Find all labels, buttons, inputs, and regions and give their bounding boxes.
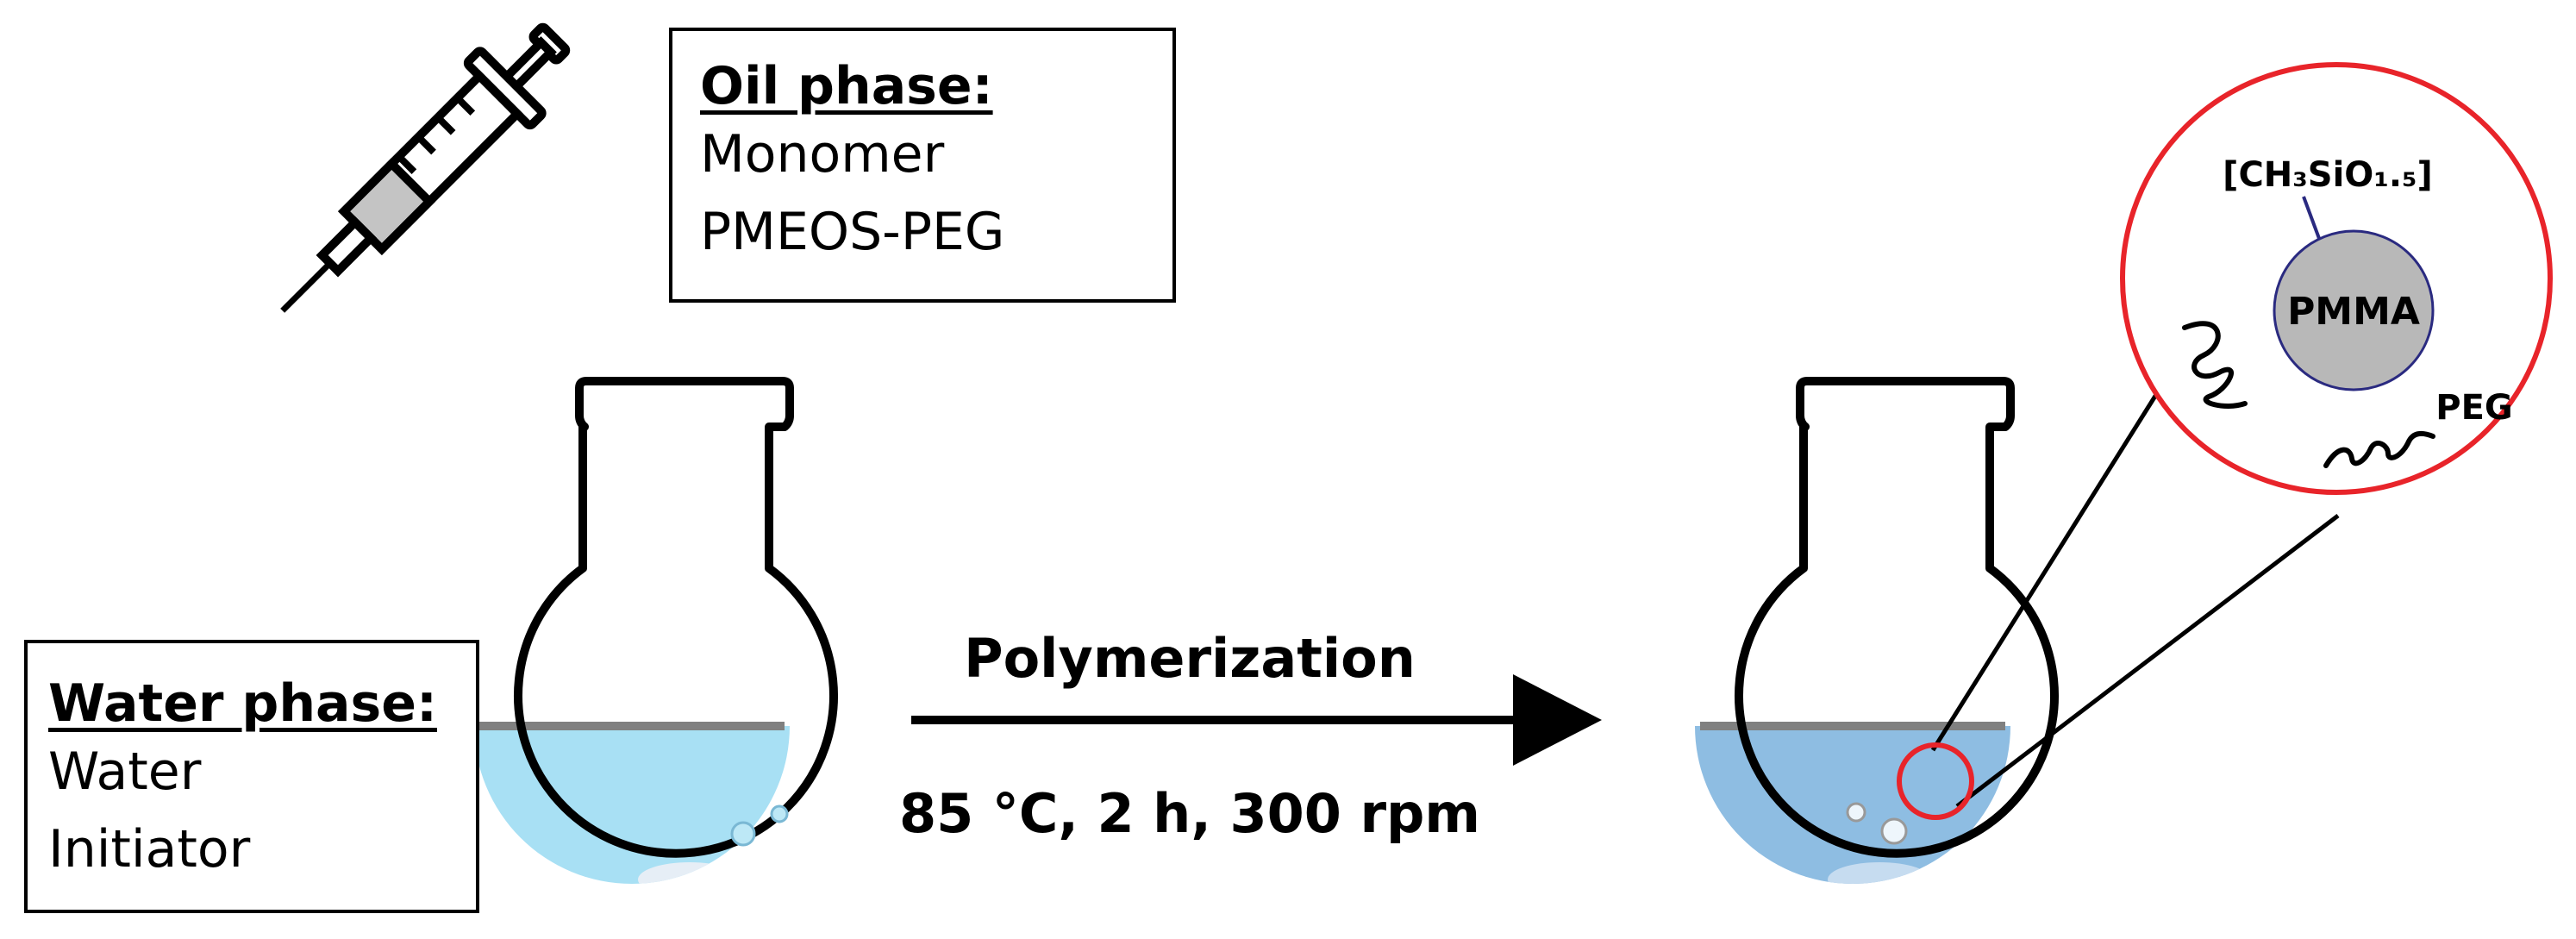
water-phase-title: Water phase: — [48, 673, 437, 734]
zoom-connector — [1930, 391, 2160, 752]
water-phase-item-initiator: Initiator — [48, 819, 251, 880]
bubble — [730, 821, 756, 847]
flask-outline — [1735, 377, 2059, 858]
peg-label: PEG — [2435, 388, 2512, 428]
peg-chain-icon — [2182, 321, 2248, 409]
syringe-icon — [280, 22, 571, 313]
flask-outline — [514, 377, 838, 858]
polymerization-arrow — [911, 674, 1602, 766]
peg-chain-icon — [2323, 430, 2435, 468]
reaction-flask-before — [474, 377, 838, 884]
zoom-connector — [1955, 514, 2340, 808]
pmma-label: PMMA — [2287, 290, 2420, 334]
oil-phase-box: Oil phase: Monomer PMEOS-PEG — [669, 28, 1176, 303]
oil-phase-title: Oil phase: — [700, 56, 993, 116]
water-phase-box: Water phase: Water Initiator — [24, 640, 479, 913]
pmma-core-particle — [2273, 229, 2435, 391]
bubble — [1880, 817, 1908, 845]
bubble — [770, 804, 789, 823]
polymerization-label: Polymerization — [964, 627, 1416, 690]
oil-phase-item-pmeos-peg: PMEOS-PEG — [700, 202, 1005, 262]
reaction-conditions: 85 °C, 2 h, 300 rpm — [899, 782, 1480, 845]
water-phase-item-water: Water — [48, 742, 202, 802]
shell-formula-label: [CH₃SiO₁.₅] — [2223, 155, 2433, 195]
bubble — [1846, 802, 1866, 823]
water-phase-liquid — [474, 726, 790, 884]
magnified-particle-view: PMMA [CH₃SiO₁.₅] PEG — [2120, 62, 2553, 495]
zoom-source-circle — [1897, 742, 1974, 820]
oil-phase-item-monomer: Monomer — [700, 124, 945, 185]
